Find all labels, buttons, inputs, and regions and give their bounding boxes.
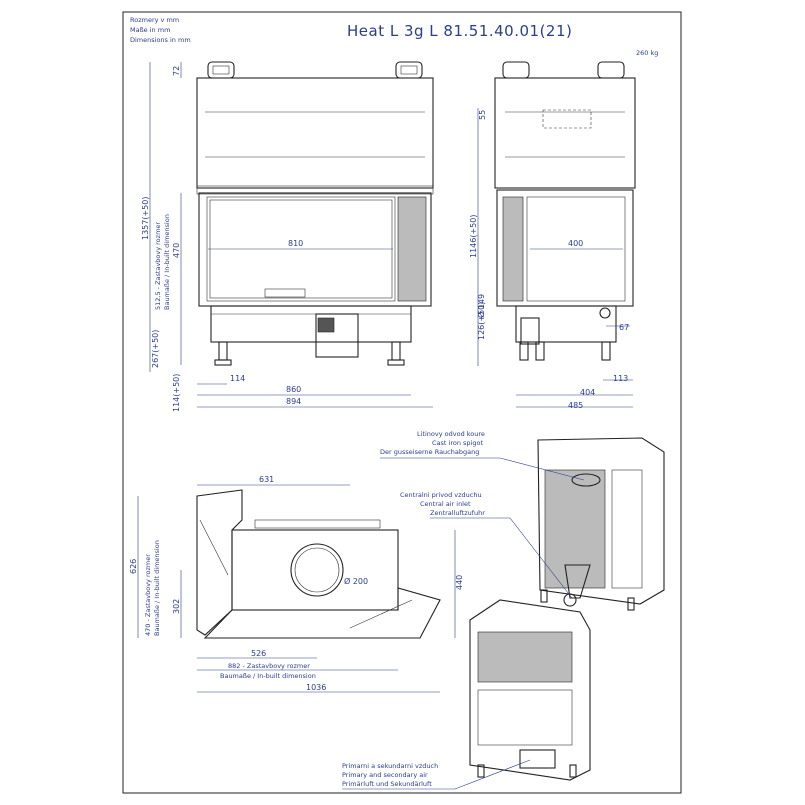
side-dim-height: 1146(+50) — [469, 215, 478, 258]
front-dim-builtin-height: 512,5 - Zastavbovy rozmer — [154, 222, 162, 310]
front-dim-top: 72 — [172, 66, 181, 76]
note-air-de: Zentralluftzufuhr — [430, 509, 485, 517]
top-dim-470-builtin-en: Baumaße / In-built dimension — [153, 540, 161, 636]
front-dim-total-height: 1357(+50) — [141, 197, 150, 240]
note-spigot-de: Der gusseiserne Rauchabgang — [380, 448, 479, 456]
note-air-en: Central air inlet — [420, 500, 471, 508]
note-air-cz: Centralni privod vzduchu — [400, 491, 482, 499]
front-dim-glass-width: 810 — [288, 239, 303, 248]
units-de: Maße in mm — [130, 26, 170, 34]
top-dim-flue: Ø 200 — [344, 576, 368, 586]
note-spigot-cz: Litinovy odvod koure — [417, 430, 485, 438]
isometric-front-view — [469, 599, 591, 781]
front-dim-width-inner: 860 — [286, 385, 301, 394]
front-view: 72 1357(+50) 512,5 - Zastavbovy rozmer B… — [141, 61, 434, 412]
front-dim-feet: 114(+50) — [172, 374, 181, 412]
side-dim-glass-width: 400 — [568, 239, 583, 248]
drawing-title: Heat L 3g L 81.51.40.01(21) — [347, 22, 572, 40]
side-dim-right-offset: 67 — [619, 323, 629, 332]
side-dim-depth-total: 485 — [568, 401, 583, 410]
top-dim-302: 302 — [172, 599, 181, 614]
front-dim-base: 267(+50) — [151, 330, 160, 368]
top-view: 631 626 470 - Zastavbovy rozmer Baumaße … — [129, 475, 464, 693]
side-dim-flue-height: 126(+50) — [477, 302, 486, 340]
side-view: 55 1146(+50) 400 126(+50) Ø 149 67 113 4… — [469, 61, 636, 410]
top-dim-882: 882 - Zastavbovy rozmer — [228, 662, 310, 670]
top-dim-440: 440 — [455, 575, 464, 590]
side-dim-top: 55 — [478, 110, 487, 120]
top-dim-470-builtin: 470 - Zastavbovy rozmer — [144, 554, 152, 636]
note-prim-cz: Primarni a sekundarni vzduch — [342, 762, 438, 770]
top-dim-626: 626 — [129, 559, 138, 574]
front-dim-left-foot: 114 — [230, 374, 245, 383]
units-en: Dimensions in mm — [130, 36, 191, 44]
isometric-back-view — [537, 437, 665, 611]
top-dim-882-en: Baumaße / In-built dimension — [220, 672, 316, 680]
side-dim-flue-diameter: Ø 149 — [476, 294, 486, 318]
side-dim-right-foot: 113 — [613, 374, 628, 383]
top-dim-631: 631 — [259, 475, 274, 484]
front-dim-glass-height: 470 — [172, 243, 181, 258]
note-spigot-en: Cast iron spigot — [432, 439, 483, 447]
front-dim-width-total: 894 — [286, 397, 301, 406]
units-cz: Rozmery v mm — [130, 16, 179, 24]
top-dim-1036: 1036 — [306, 683, 326, 692]
top-dim-526: 526 — [251, 649, 266, 658]
weight-label: 260 kg — [636, 49, 658, 57]
front-dim-builtin-height-en: Baumaße / In-built dimension — [163, 214, 171, 310]
drawing-frame — [122, 11, 682, 794]
note-prim-en: Primary and secondary air — [342, 771, 428, 779]
side-dim-depth-inner: 404 — [580, 388, 595, 397]
note-prim-de: Primärluft und Sekundärluft — [342, 780, 432, 788]
